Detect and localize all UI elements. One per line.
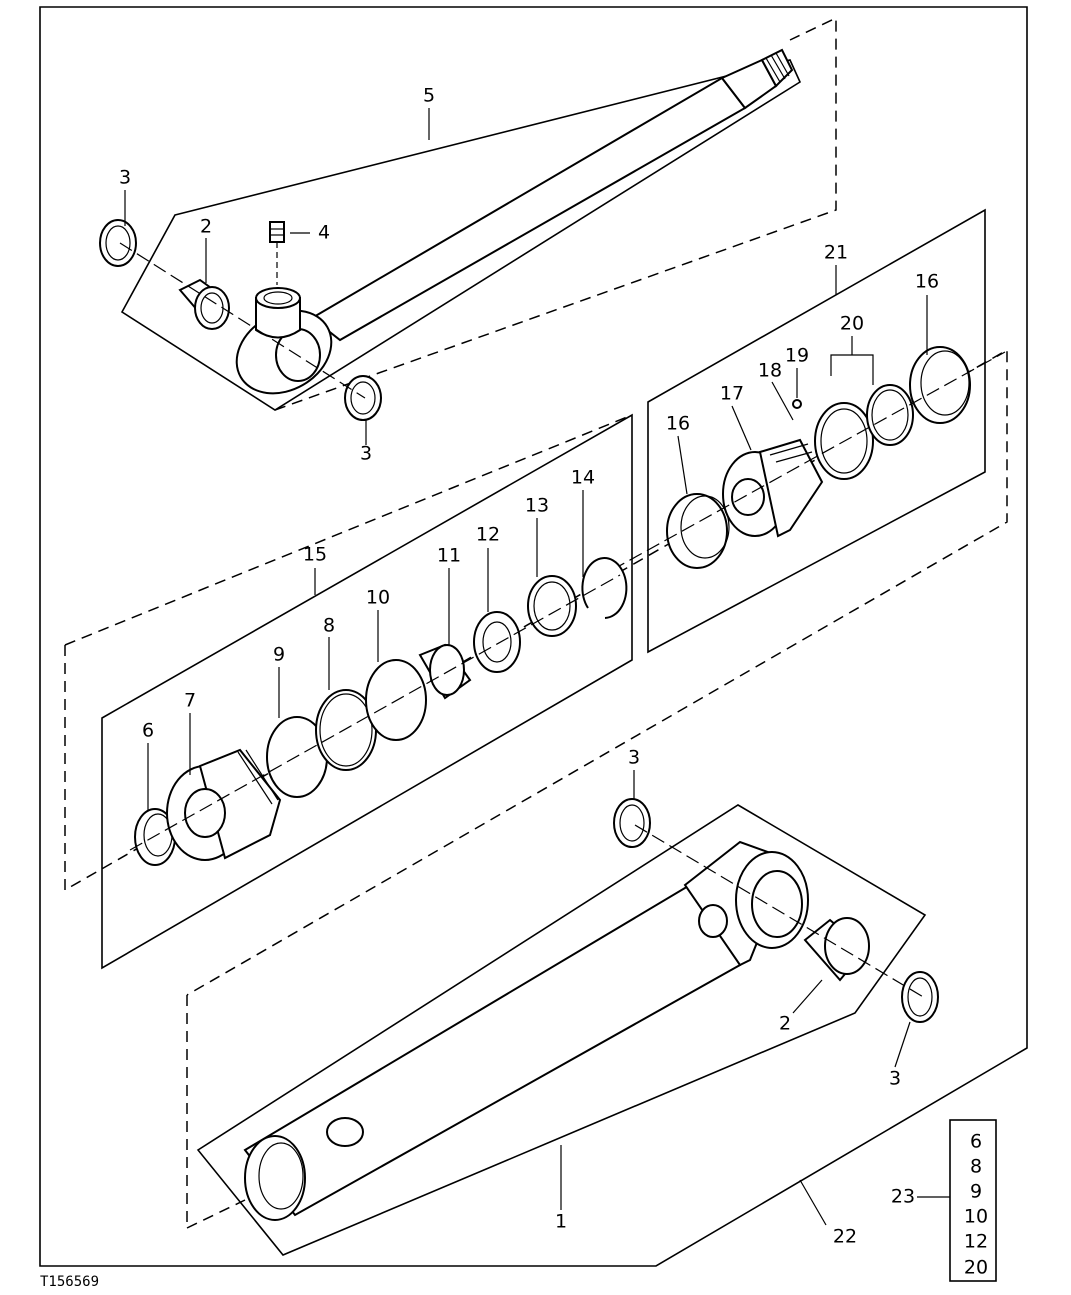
figure-code: T156569 — [40, 1274, 99, 1290]
callout-6: 6 — [142, 720, 154, 742]
seal-kit-box — [949, 1119, 997, 1282]
cylinder-head — [166, 748, 282, 861]
barrel-group-outline — [196, 804, 927, 1256]
head-backup-ring — [315, 689, 377, 771]
rod-bushing — [178, 278, 230, 330]
callout-11: 11 — [437, 545, 461, 567]
head-bushing — [418, 643, 472, 700]
callout-16-left: 16 — [666, 413, 690, 435]
seal-group-outline — [101, 413, 633, 970]
callout-3-rod-right: 3 — [360, 443, 372, 465]
callout-3-rod-left: 3 — [119, 167, 131, 189]
callout-8: 8 — [323, 615, 335, 637]
callout-5: 5 — [423, 85, 435, 107]
set-screw — [792, 399, 802, 409]
callout-17: 17 — [720, 383, 744, 405]
barrel-seal-top — [613, 798, 651, 848]
piston-group-outline — [647, 208, 986, 654]
callout-15: 15 — [303, 544, 327, 566]
cylinder-assembly-frame — [39, 6, 1028, 1267]
callout-10: 10 — [366, 587, 390, 609]
rod-group-outline — [120, 59, 802, 411]
callout-21: 21 — [824, 242, 848, 264]
head-rod-seal — [473, 611, 521, 673]
callout-14: 14 — [571, 467, 595, 489]
callout-18: 18 — [758, 360, 782, 382]
kit-item: 6 — [970, 1131, 982, 1153]
kit-item: 9 — [970, 1181, 982, 1203]
callout-3-barrel-bottom: 3 — [889, 1068, 901, 1090]
rod-seal-left — [99, 219, 137, 267]
piston — [722, 438, 824, 538]
callout-2-barrel: 2 — [779, 1013, 791, 1035]
callout-19: 19 — [785, 345, 809, 367]
callout-2-rod: 2 — [200, 216, 212, 238]
callout-1: 1 — [555, 1211, 567, 1233]
piston-wear-ring-left — [666, 493, 730, 569]
rod-axis — [119, 242, 366, 399]
kit-item: 10 — [964, 1206, 988, 1228]
seal-dashed-envelope — [64, 348, 1008, 996]
callout-12: 12 — [476, 524, 500, 546]
cylinder-barrel — [243, 840, 809, 1221]
rod-seal-right — [344, 375, 382, 421]
callout-22: 22 — [833, 1226, 857, 1248]
leader-lines — [124, 108, 950, 1226]
barrel-dash-bottom — [186, 1199, 246, 1229]
rod-dash-lower — [64, 414, 633, 646]
kit-item: 8 — [970, 1156, 982, 1178]
callout-23: 23 — [891, 1186, 915, 1208]
head-snap-ring-washer — [527, 575, 577, 637]
callout-7: 7 — [184, 690, 196, 712]
head-axis — [129, 574, 621, 851]
piston-wear-ring-right — [909, 346, 971, 424]
head-snap-ring — [581, 557, 628, 619]
callout-3-barrel-top: 3 — [628, 747, 640, 769]
piston-o-ring — [866, 384, 914, 446]
callout-9: 9 — [273, 644, 285, 666]
callout-16-right: 16 — [915, 271, 939, 293]
piston-axis — [611, 351, 1006, 571]
kit-item: 12 — [964, 1231, 988, 1253]
barrel-bushing — [803, 917, 870, 982]
callout-20: 20 — [840, 313, 864, 335]
piston-rod — [235, 48, 794, 395]
head-buffer-seal — [365, 659, 427, 741]
rod-dashed-envelope — [274, 16, 837, 411]
barrel-axis — [634, 824, 926, 999]
barrel-seal-bottom — [901, 971, 939, 1023]
callout-4: 4 — [318, 222, 330, 244]
callout-13: 13 — [525, 495, 549, 517]
kit-item: 20 — [964, 1257, 988, 1279]
